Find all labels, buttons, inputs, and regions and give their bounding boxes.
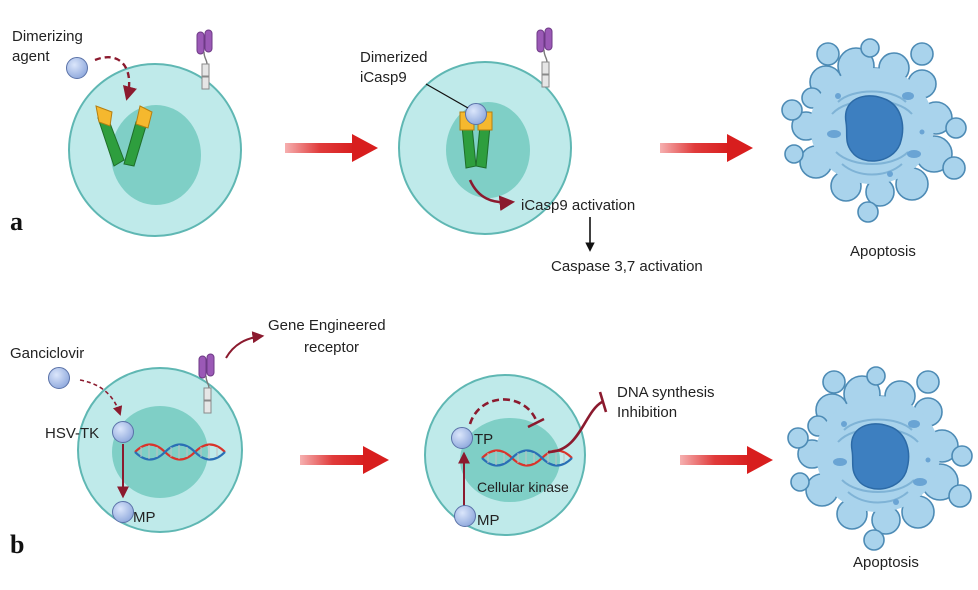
apoptotic-cell-icon <box>787 366 973 551</box>
binding-arrow <box>94 56 137 101</box>
apoptosis-label-a: Apoptosis <box>850 243 916 260</box>
caspase-monomer-left <box>95 105 125 167</box>
mp-label-right: MP <box>477 512 500 529</box>
ganciclovir-entry-arrow <box>79 379 123 416</box>
tp-label: TP <box>474 431 493 448</box>
receptor-icon <box>536 27 553 88</box>
mp-label-left: MP <box>133 509 156 526</box>
ganciclovir-molecule-icon <box>48 367 70 389</box>
apoptosis-label-b: Apoptosis <box>853 554 919 571</box>
caspase-monomer-right <box>123 105 153 167</box>
panel-letter-b: b <box>10 530 24 559</box>
panel-letter-a: a <box>10 207 23 236</box>
cell-a1 <box>68 63 242 237</box>
mp-molecule-icon <box>112 501 134 523</box>
cellular-kinase-label: Cellular kinase <box>477 479 569 495</box>
mp-molecule-icon <box>454 505 476 527</box>
apoptotic-cell-icon <box>781 38 967 223</box>
hsv-tk-molecule-icon <box>112 421 134 443</box>
dna-inhibition-bar <box>598 391 608 413</box>
panel-a: a Dimerizing agent <box>10 27 967 275</box>
red-arrow-a1 <box>285 134 378 162</box>
red-arrow-a2 <box>660 134 753 162</box>
receptor-pointer-arrow <box>225 331 265 359</box>
dimerizing-agent-molecule-icon <box>66 57 88 79</box>
caspase-activation-label: Caspase 3,7 activation <box>551 258 703 275</box>
dimerized-icasp9-label: Dimerized iCasp9 <box>360 49 432 86</box>
red-arrow-b1 <box>300 446 389 474</box>
activation-arrow <box>468 179 516 211</box>
hsv-tk-label: HSV-TK <box>45 425 99 442</box>
panel-b: b Gene Engineered receptor Ganciclovir H… <box>10 317 973 571</box>
dimerizing-agent-label: Dimerizing agent <box>12 28 87 65</box>
ganciclovir-label: Ganciclovir <box>10 345 84 362</box>
icasp9-activation-label: iCasp9 activation <box>521 197 635 214</box>
gene-engineered-receptor-label: Gene Engineered receptor <box>268 317 390 356</box>
dna-synthesis-inhibition-label: DNA synthesis Inhibition <box>617 384 719 421</box>
dimerized-icasp9-icon <box>459 103 493 169</box>
tp-molecule-icon <box>451 427 473 449</box>
dna-inhibition-arrow <box>547 400 603 454</box>
red-arrow-b2 <box>680 446 773 474</box>
inhibition-bar <box>527 417 545 429</box>
label-leader-line <box>425 83 469 109</box>
